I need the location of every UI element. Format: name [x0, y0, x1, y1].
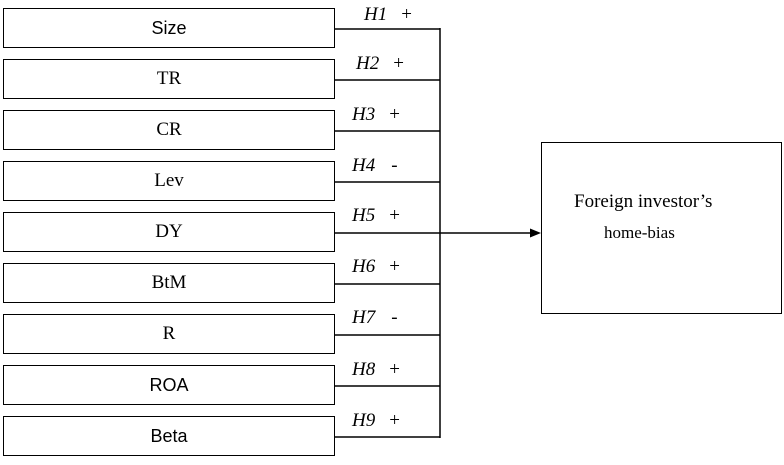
box-dy-label: DY	[155, 221, 183, 242]
outcome-label-line1: Foreign investor’s	[574, 191, 713, 212]
box-beta: Beta	[3, 416, 335, 456]
hypothesis-h8: H8 +	[352, 359, 400, 381]
hypothesis-h1-sign: +	[401, 4, 412, 25]
hypothesis-h8-id: H8	[352, 359, 376, 380]
box-size: Size	[3, 8, 335, 48]
hypothesis-h7-sign: -	[391, 307, 398, 328]
box-r: R	[3, 314, 335, 354]
hypothesis-h3-id: H3	[352, 104, 376, 125]
hypothesis-h8-sign: +	[389, 359, 400, 380]
hypothesis-h9-id: H9	[352, 410, 376, 431]
hypothesis-h4-id: H4	[352, 155, 376, 176]
box-tr: TR	[3, 59, 335, 99]
hypothesis-h2: H2 +	[356, 53, 404, 75]
hypothesis-h5-sign: +	[389, 205, 400, 226]
outcome-box: Foreign investor’s home-bias	[541, 142, 782, 314]
hypothesis-h3: H3 +	[352, 104, 400, 126]
hypothesis-h4-sign: -	[391, 155, 398, 176]
hypothesis-h2-sign: +	[393, 53, 404, 74]
box-cr: CR	[3, 110, 335, 150]
outcome-label-line2: home-bias	[604, 223, 675, 242]
hypothesis-h2-id: H2	[356, 53, 380, 74]
box-cr-label: CR	[156, 119, 182, 140]
box-roa-label: ROA	[149, 374, 189, 395]
hypothesis-h9-sign: +	[389, 410, 400, 431]
hypothesis-h7-id: H7	[352, 307, 376, 328]
box-size-label: Size	[151, 17, 187, 38]
box-tr-label: TR	[156, 68, 182, 89]
hypothesis-h3-sign: +	[389, 104, 400, 125]
arrow-head	[530, 228, 541, 238]
box-btm: BtM	[3, 263, 335, 303]
hypothesis-h4: H4-	[352, 155, 398, 177]
hypothesis-h6-id: H6	[352, 256, 376, 277]
box-lev: Lev	[3, 161, 335, 201]
hypothesis-h7: H7-	[352, 307, 398, 329]
hypothesis-h5-id: H5	[352, 205, 376, 226]
hypothesis-h1-id: H1	[364, 4, 388, 25]
box-btm-label: BtM	[151, 272, 187, 293]
hypothesis-h6-sign: +	[389, 256, 400, 277]
hypothesis-h1: H1 +	[364, 4, 412, 26]
box-roa: ROA	[3, 365, 335, 405]
hypothesis-h6: H6 +	[352, 256, 400, 278]
hypothesis-h9: H9 +	[352, 410, 400, 432]
box-lev-label: Lev	[154, 170, 184, 191]
hypothesis-h5: H5 +	[352, 205, 400, 227]
box-r-label: R	[162, 323, 176, 344]
box-dy: DY	[3, 212, 335, 252]
box-beta-label: Beta	[150, 425, 188, 446]
